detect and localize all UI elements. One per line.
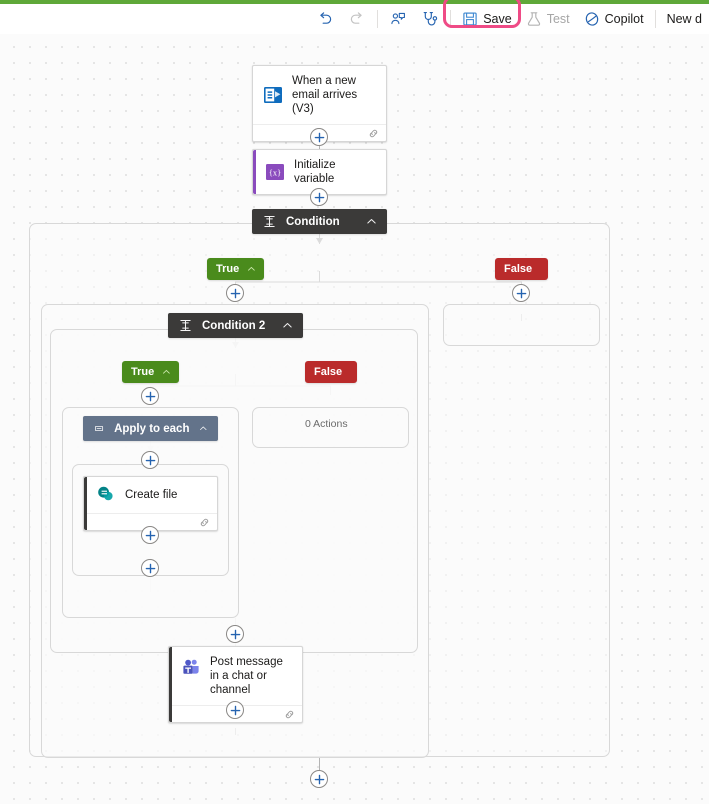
svg-text:{x}: {x} <box>269 168 281 177</box>
new-designer-label: New d <box>666 12 702 26</box>
node-accent-bar <box>169 647 172 722</box>
add-action-button-8[interactable] <box>226 625 244 643</box>
branch-label: False <box>504 263 533 275</box>
condition-icon <box>180 319 191 332</box>
designer-toolbar: Save Test Copilot New d <box>0 0 709 34</box>
branch-label: False <box>314 366 343 378</box>
sharepoint-icon <box>98 486 113 501</box>
node-footer <box>84 513 217 530</box>
add-action-button-7[interactable] <box>141 559 159 577</box>
add-action-button-2[interactable] <box>310 188 328 206</box>
condition-icon <box>264 215 275 228</box>
add-action-button-6[interactable] <box>141 526 159 544</box>
link-icon[interactable] <box>199 517 210 528</box>
add-action-button-false-branch[interactable] <box>512 284 530 302</box>
toolbar-divider-2 <box>450 10 452 28</box>
comment-person-icon <box>391 12 406 25</box>
copilot-button[interactable]: Copilot <box>577 6 651 32</box>
save-button[interactable]: Save <box>455 6 519 32</box>
condition2-false-branch-container <box>252 407 409 448</box>
save-label: Save <box>483 12 512 26</box>
chevron-up-icon[interactable] <box>247 264 256 274</box>
node-accent-bar <box>84 477 87 530</box>
redo-icon <box>351 12 362 24</box>
redo-button[interactable] <box>341 6 373 32</box>
add-action-button-bottom[interactable] <box>310 770 328 788</box>
chevron-up-icon[interactable] <box>282 320 293 331</box>
link-icon[interactable] <box>284 709 295 720</box>
node-apply-to-each[interactable]: Apply to each <box>83 416 218 441</box>
chevron-up-icon[interactable] <box>199 423 208 434</box>
node-title: Apply to each <box>114 422 190 435</box>
test-button[interactable]: Test <box>519 6 577 32</box>
node-title: When a new email arrives (V3) <box>292 75 358 115</box>
add-action-button-3[interactable] <box>226 284 244 302</box>
beaker-icon <box>527 12 540 26</box>
copilot-label: Copilot <box>604 12 644 26</box>
branch-badge-true-condition-2[interactable]: True <box>122 361 179 383</box>
save-floppy-icon <box>463 12 477 26</box>
node-title: Post message in a chat or channel <box>210 656 283 696</box>
node-condition[interactable]: Condition <box>252 209 387 234</box>
copilot-icon <box>585 12 598 26</box>
undo-button[interactable] <box>309 6 341 32</box>
toolbar-divider <box>377 10 379 28</box>
foreach-icon <box>95 425 104 432</box>
chevron-up-icon[interactable] <box>162 367 171 377</box>
node-title: Condition <box>286 215 340 228</box>
node-accent-bar <box>253 150 256 194</box>
new-designer-toggle[interactable]: New d <box>660 6 709 32</box>
variable-icon: {x} <box>266 164 284 180</box>
branch-label: True <box>131 366 155 378</box>
teams-icon <box>183 659 199 674</box>
false-branch-actions-count: 0 Actions <box>305 418 348 430</box>
node-footer <box>253 124 386 141</box>
link-icon[interactable] <box>368 128 379 139</box>
branch-label: True <box>216 263 240 275</box>
flow-canvas[interactable]: When a new email arrives (V3) {x} Initia… <box>0 34 709 804</box>
add-action-button-9[interactable] <box>226 701 244 719</box>
flow-checker-button[interactable] <box>414 6 446 32</box>
branch-badge-false-condition-2[interactable]: False <box>305 361 357 383</box>
node-condition-2[interactable]: Condition 2 <box>168 313 303 338</box>
node-title: Condition 2 <box>202 319 266 332</box>
chevron-up-icon[interactable] <box>366 216 377 227</box>
test-label: Test <box>546 12 570 26</box>
toolbar-divider-3 <box>654 10 656 28</box>
branch-badge-false-condition[interactable]: False <box>495 258 548 280</box>
top-status-bar <box>0 0 709 4</box>
condition-false-branch-container <box>443 304 600 346</box>
outlook-icon <box>264 87 282 103</box>
branch-badge-true-condition[interactable]: True <box>207 258 264 280</box>
node-initialize-variable[interactable]: {x} Initialize variable <box>252 149 387 195</box>
add-action-button-5[interactable] <box>141 451 159 469</box>
undo-icon <box>320 12 332 24</box>
stethoscope-icon <box>423 12 438 26</box>
node-title: Create file <box>125 489 178 501</box>
node-create-file[interactable]: Create file <box>83 476 218 531</box>
node-title: Initialize variable <box>294 159 336 185</box>
comments-button[interactable] <box>382 6 414 32</box>
add-action-button-4[interactable] <box>141 387 159 405</box>
add-action-button-1[interactable] <box>310 128 328 146</box>
